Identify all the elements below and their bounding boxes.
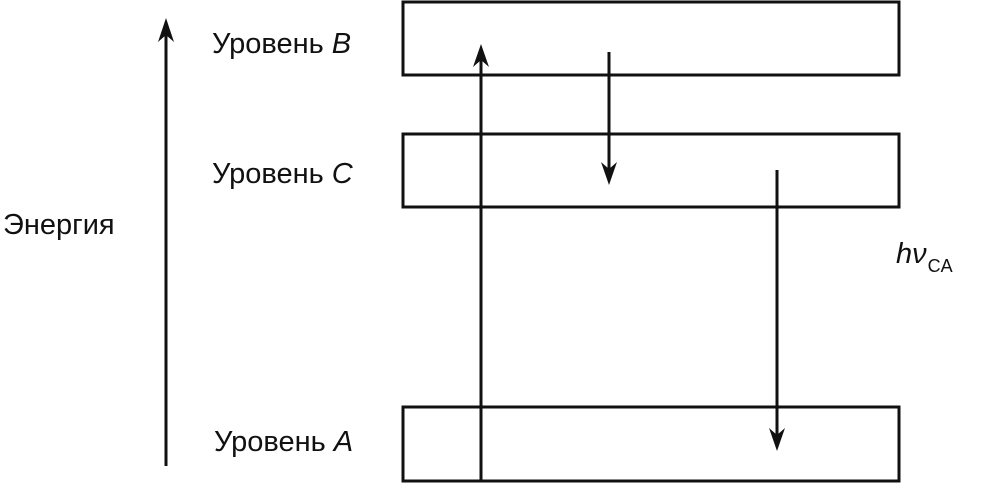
level-c-letter: C xyxy=(331,158,353,190)
energy-axis-arrowhead xyxy=(158,18,174,42)
relaxation-arrowhead xyxy=(601,162,617,185)
level-a-prefix: Уровень xyxy=(214,426,326,458)
photon-symbol: hν xyxy=(896,238,927,270)
level-b-label: Уровень B xyxy=(212,28,351,60)
level-c-label: Уровень C xyxy=(212,158,353,190)
level-a-label: Уровень A xyxy=(214,426,353,458)
photon-energy-label: hνCA xyxy=(896,238,953,276)
emission-arrowhead xyxy=(769,428,785,451)
photon-subscript: CA xyxy=(927,256,953,276)
level-a-letter: A xyxy=(333,426,354,458)
excitation-arrowhead xyxy=(473,44,489,67)
level-b-box xyxy=(401,0,901,77)
level-b-prefix: Уровень xyxy=(212,28,324,60)
energy-axis-label: Энергия xyxy=(3,209,115,241)
level-c-prefix: Уровень xyxy=(212,158,324,190)
level-a-box xyxy=(401,405,901,483)
level-b-letter: B xyxy=(331,28,352,60)
level-c-box xyxy=(401,132,901,209)
